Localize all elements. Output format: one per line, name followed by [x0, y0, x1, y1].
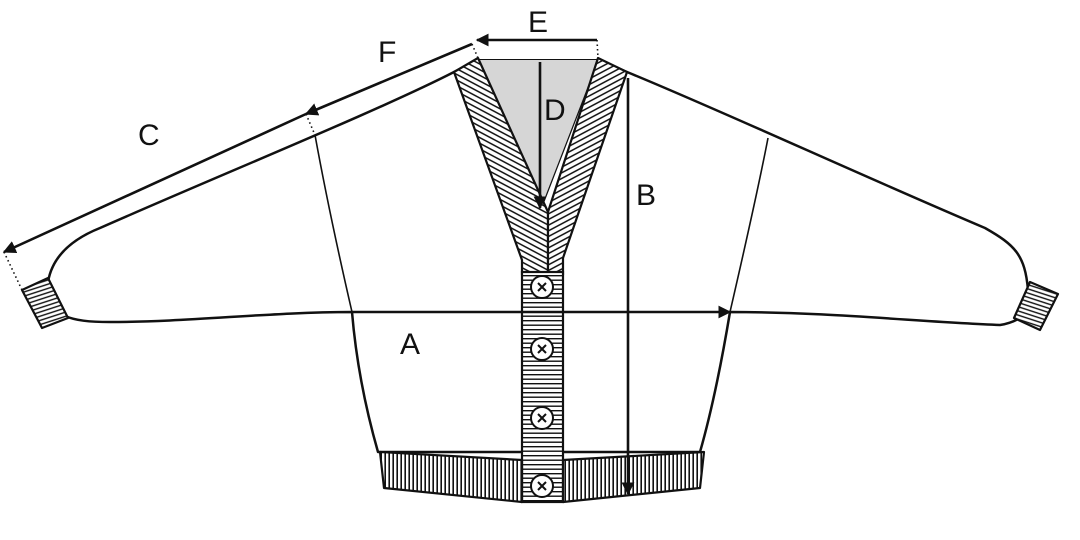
- extension-line: [596, 39, 599, 59]
- label-e: E: [528, 6, 548, 39]
- button: [530, 337, 554, 361]
- button: [530, 406, 554, 430]
- extension-line: [471, 43, 479, 59]
- left-hem-rib: [378, 450, 524, 504]
- extension-line: [305, 113, 316, 136]
- label-b: B: [636, 179, 656, 212]
- left-armhole-seam: [314, 134, 353, 313]
- label-a: A: [400, 328, 420, 361]
- measure-f-arrow: [304, 42, 473, 116]
- right-hem-rib: [561, 450, 706, 504]
- button: [530, 474, 554, 498]
- buttons: [530, 275, 554, 498]
- right-cuff: [1012, 280, 1060, 332]
- measure-c-arrow: [2, 112, 307, 254]
- neck-opening: [478, 60, 598, 210]
- label-f: F: [378, 36, 396, 69]
- left-cuff: [20, 276, 70, 330]
- button-band: [520, 270, 565, 504]
- button: [530, 275, 554, 299]
- right-armhole-seam: [729, 137, 769, 313]
- extension-line: [3, 251, 23, 291]
- label-c: C: [138, 119, 160, 152]
- label-d: D: [544, 94, 566, 127]
